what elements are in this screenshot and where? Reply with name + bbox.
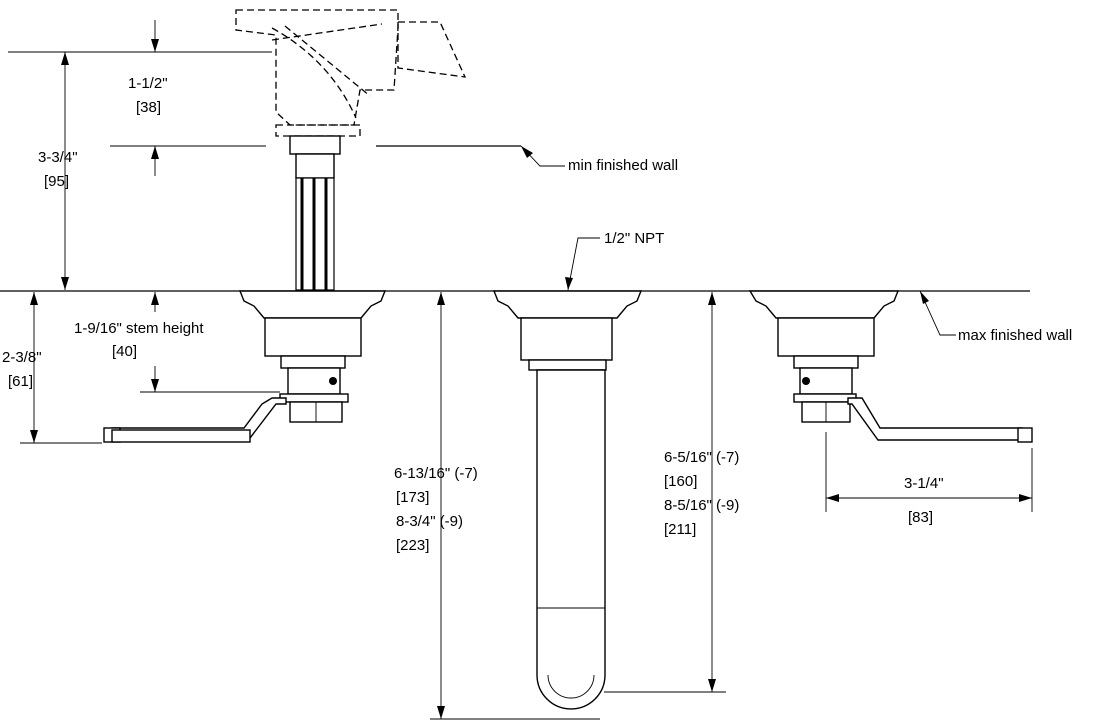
stem-height-label: 1-9/16" stem height [74, 320, 204, 337]
handle-length-mm-label: [83] [908, 509, 933, 526]
dimension-rough-in-depth [151, 20, 159, 176]
handle-height-label: 2-3/8" [2, 349, 42, 366]
spout-b2-label: 8-5/16" (-9) [664, 497, 739, 514]
total-depth-mm-label: [95] [44, 173, 69, 190]
rough-in-depth-mm-label: [38] [136, 99, 161, 116]
rough-in-depth-label: 1-1/2" [128, 75, 168, 92]
dimension-total-depth [61, 52, 69, 290]
spout-b1-label: 6-5/16" (-7) [664, 449, 739, 466]
handle-height-mm-label: [61] [8, 373, 33, 390]
dimension-spout-outlet [604, 292, 726, 693]
right-handle-assembly [748, 290, 1033, 443]
spout-a1-label: 6-13/16" (-7) [394, 465, 478, 482]
spout-b1-mm-label: [160] [664, 473, 697, 490]
dimension-handle-height [20, 292, 102, 444]
dimension-spout-total [430, 292, 600, 720]
max-finished-wall-label: max finished wall [958, 327, 1072, 344]
spout-assembly [492, 290, 643, 710]
dimension-stem-height [140, 292, 280, 393]
threaded-stem [289, 135, 341, 291]
spout-a1-mm-label: [173] [396, 489, 429, 506]
spout-a2-mm-label: [223] [396, 537, 429, 554]
total-depth-label: 3-3/4" [38, 149, 78, 166]
handle-length-label: 3-1/4" [904, 475, 944, 492]
spout-a2-label: 8-3/4" (-9) [396, 513, 463, 530]
max-wall-leader [919, 290, 956, 336]
stem-height-mm-label: [40] [112, 343, 137, 360]
min-finished-wall-label: min finished wall [568, 157, 678, 174]
npt-leader [567, 237, 600, 291]
dimension-handle-length [825, 432, 1033, 512]
spout-b2-mm-label: [211] [664, 521, 696, 538]
left-handle-assembly [103, 290, 387, 443]
npt-label: 1/2" NPT [604, 230, 664, 247]
